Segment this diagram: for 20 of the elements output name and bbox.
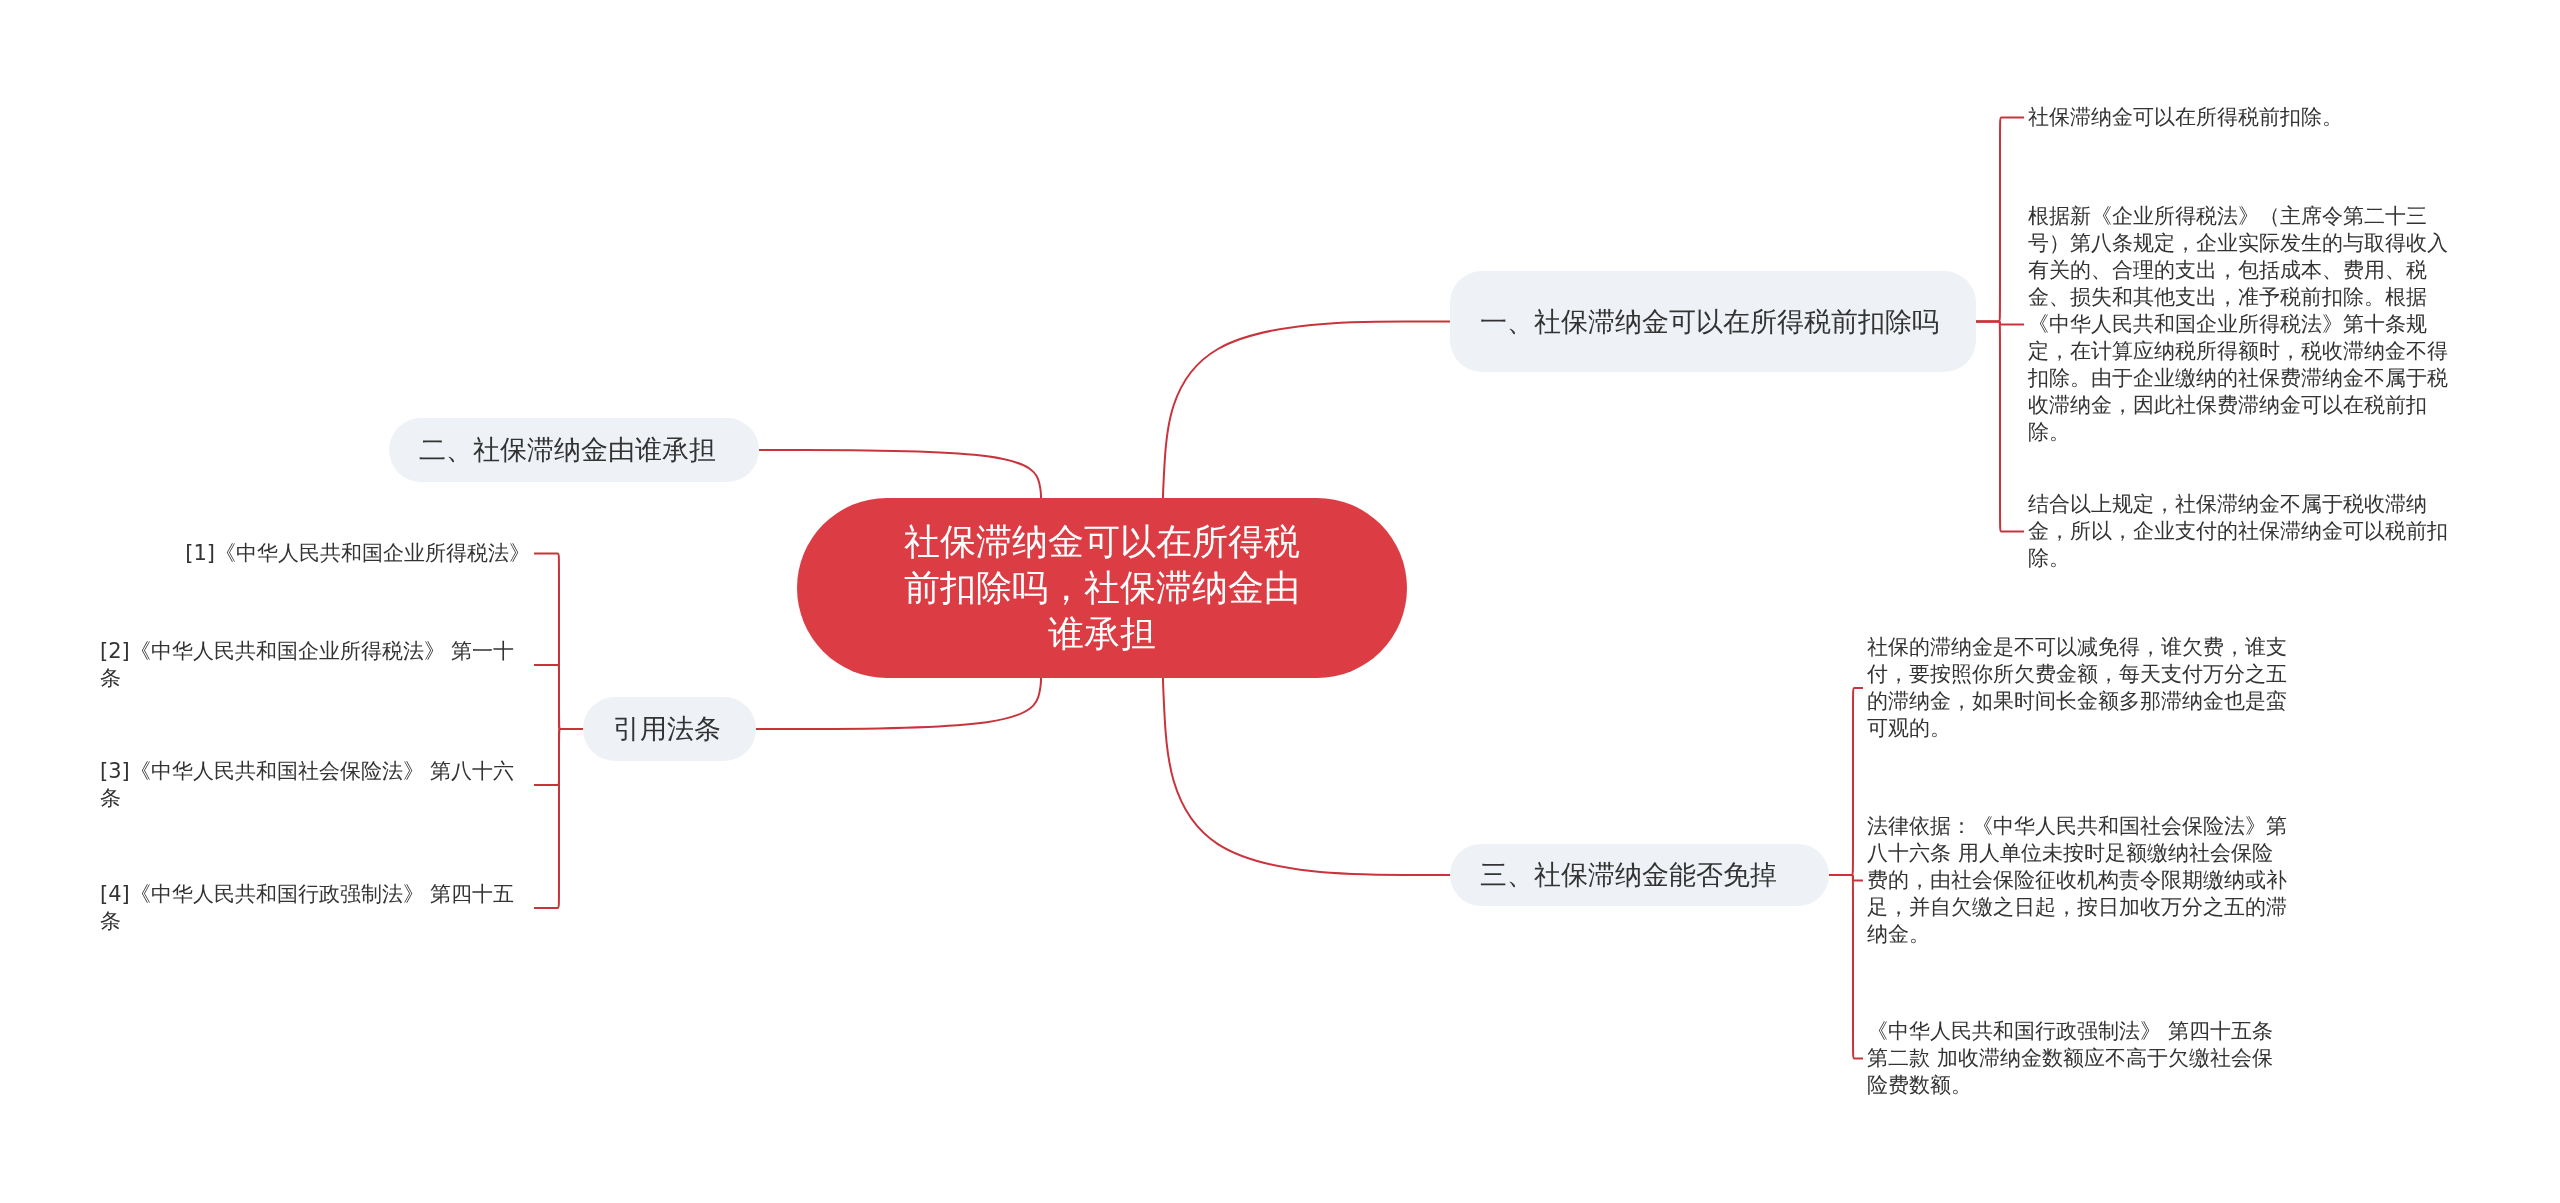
note-text: 法律依据：《中华人民共和国社会保险法》第八十六条 用人单位未按时足额缴纳社会保险费的，由社会保险征收机构责令限期缴纳或补足，并自欠缴之日起，按日加收万分之五的滞纳金。 <box>1867 813 2292 948</box>
topic-pill: 一、社保滞纳金可以在所得税前扣除吗 <box>1450 271 1976 372</box>
topic-pill: 引用法条 <box>583 697 756 761</box>
connector-line <box>758 449 1042 499</box>
topic-pill: 二、社保滞纳金由谁承担 <box>389 418 759 482</box>
connector-line <box>755 677 1042 730</box>
note-text: 结合以上规定，社保滞纳金不属于税收滞纳金，所以，企业支付的社保滞纳金可以税前扣除。 <box>2028 491 2453 572</box>
topic-pill: 三、社保滞纳金能否免掉 <box>1450 844 1829 906</box>
note-text: 社保的滞纳金是不可以减免得，谁欠费，谁支付，要按照你所欠费金额，每天支付万分之五的滞纳金，如果时间长金额多那滞纳金也是蛮可观的。 <box>1867 634 2292 742</box>
reference-text: [4]《中华人民共和国行政强制法》 第四十五条 <box>100 881 530 935</box>
connector-line <box>1828 874 1864 1060</box>
central-topic: 社保滞纳金可以在所得税前扣除吗，社保滞纳金由谁承担 <box>797 498 1407 678</box>
connector-line <box>1162 320 1451 499</box>
connector-line <box>1162 677 1451 876</box>
note-text: 《中华人民共和国行政强制法》 第四十五条第二款 加收滞纳金数额应不高于欠缴社会保险费数额。 <box>1867 1018 2292 1099</box>
reference-text: [1]《中华人民共和国企业所得税法》 <box>100 540 530 567</box>
note-text: 社保滞纳金可以在所得税前扣除。 <box>2028 104 2453 131</box>
reference-text: [2]《中华人民共和国企业所得税法》 第一十条 <box>100 638 530 692</box>
reference-text: [3]《中华人民共和国社会保险法》 第八十六条 <box>100 758 530 812</box>
note-text: 根据新《企业所得税法》（主席令第二十三号）第八条规定，企业实际发生的与取得收入有关的、合理的支出，包括成本、费用、税金、损失和其他支出，准予税前扣除。根据《中华人民共和国企业所得税法》第十条规定，在计算应纳税所得额时，税收滞纳金不得扣除。由于企业缴纳的社保费滞纳金不属于税收滞纳金，因此社保费滞纳金可以在税前扣除。 <box>2028 203 2453 446</box>
